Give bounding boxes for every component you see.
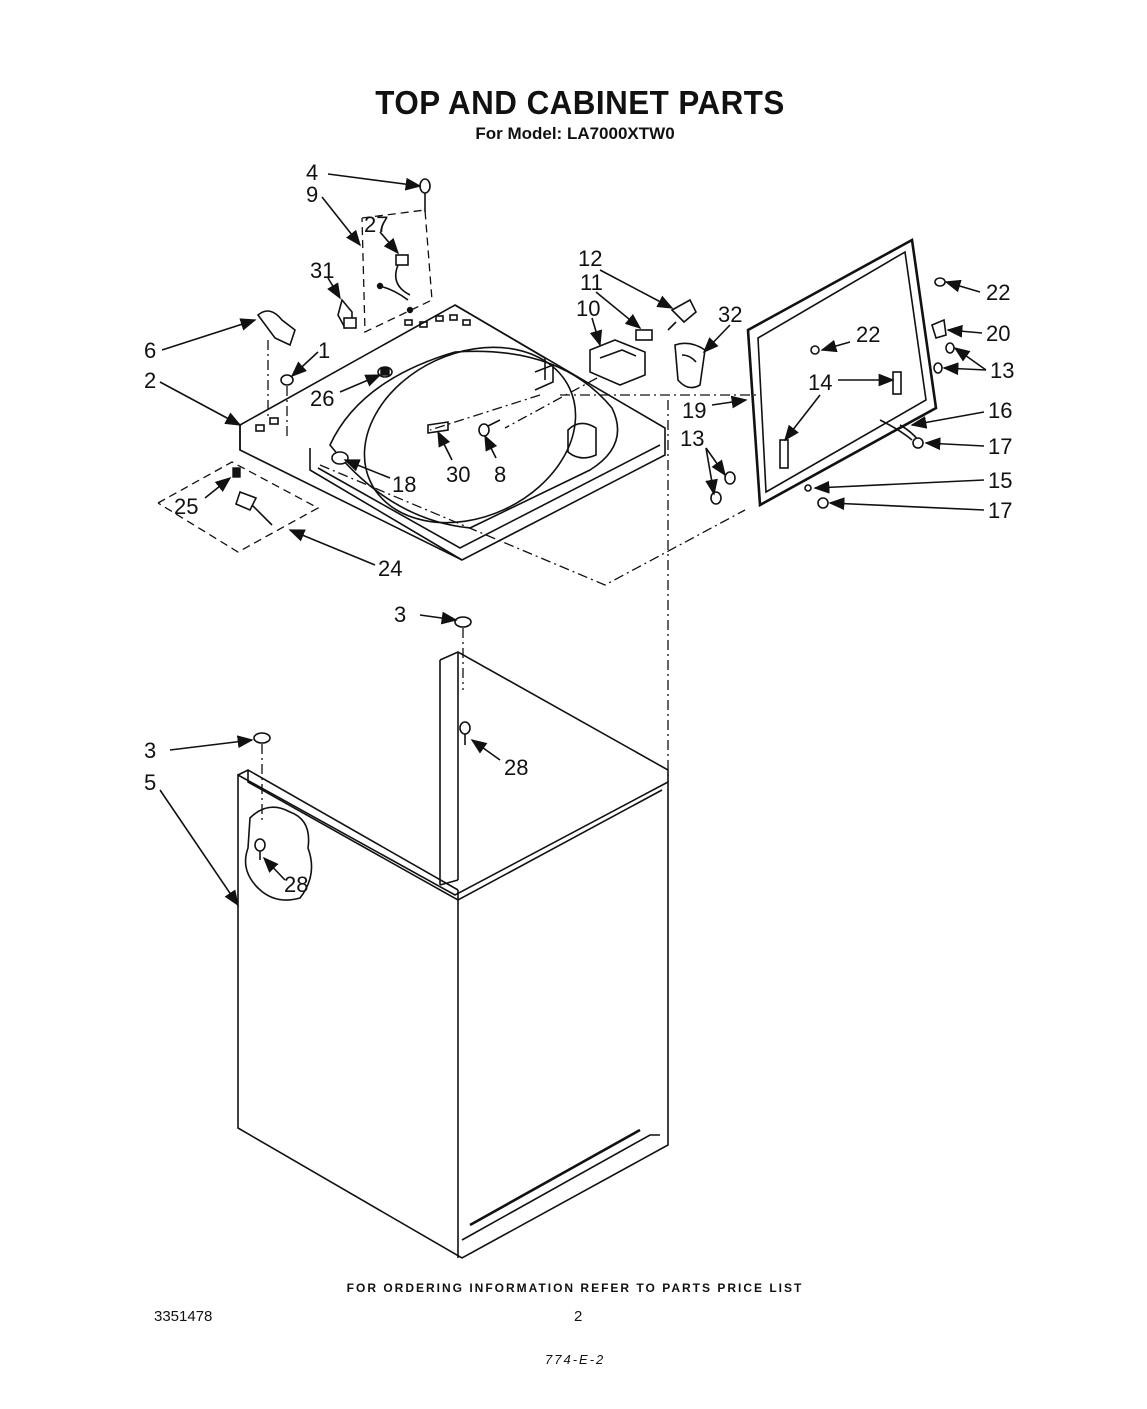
callout-27: 27 (364, 212, 388, 237)
callout-31: 31 (310, 258, 334, 283)
cabinet (237, 651, 669, 1259)
callout-4: 4 (306, 160, 318, 185)
part-20-clip (931, 318, 947, 339)
ordering-info-footer: FOR ORDERING INFORMATION REFER TO PARTS … (346, 1281, 804, 1295)
callout-5: 5 (144, 770, 156, 795)
part-11-12-lid-switch (635, 298, 697, 341)
page-number: 2 (574, 1308, 583, 1325)
model-subtitle: For Model: LA7000XTW0 (475, 124, 675, 143)
document-number: 3351478 (154, 1308, 213, 1325)
callout-6: 6 (144, 338, 156, 363)
callout-8: 8 (494, 462, 506, 487)
callout-leaders (159, 173, 987, 907)
lid-door (746, 237, 938, 508)
callout-24: 24 (378, 556, 402, 581)
part-8-screw (478, 419, 501, 437)
part-18-bolt (331, 451, 349, 465)
callout-22-left: 22 (856, 322, 880, 347)
bottom-code: 774-E-2 (545, 1352, 606, 1367)
callout-12: 12 (578, 246, 602, 271)
callout-22-right: 22 (986, 280, 1010, 305)
part-28-screws (254, 721, 471, 860)
callout-28-lower: 28 (284, 872, 308, 897)
callout-11: 11 (580, 270, 603, 295)
part-31-clip (337, 298, 357, 330)
part-10-bracket (589, 339, 646, 386)
part-32-cover (674, 342, 706, 389)
callout-17-upper: 17 (988, 434, 1012, 459)
washer-top-panel (239, 304, 666, 561)
part-4-screw (419, 178, 431, 212)
callout-3-upper: 3 (394, 602, 406, 627)
page-title: TOP AND CABINET PARTS (375, 84, 785, 121)
callout-26: 26 (310, 386, 334, 411)
part-15-16-17-hardware (804, 424, 924, 509)
part-26-knob (377, 366, 393, 378)
callout-10: 10 (576, 296, 600, 321)
assembly-center-lines (319, 377, 760, 780)
callout-3-lower: 3 (144, 738, 156, 763)
callout-1: 1 (318, 338, 330, 363)
part-27-wire-harness (361, 209, 433, 334)
part-3-plugs (253, 616, 472, 820)
callout-14: 14 (808, 370, 832, 395)
part-13-screws (710, 342, 955, 505)
callout-32: 32 (718, 302, 742, 327)
callout-30: 30 (446, 462, 470, 487)
callout-15: 15 (988, 468, 1012, 493)
callout-19: 19 (682, 398, 706, 423)
callout-2: 2 (144, 368, 156, 393)
part-24-switch-assembly (157, 461, 320, 553)
callout-16: 16 (988, 398, 1012, 423)
callout-18: 18 (392, 472, 416, 497)
part-6-bracket (256, 310, 296, 420)
callout-28-upper: 28 (504, 755, 528, 780)
callout-17-lower: 17 (988, 498, 1012, 523)
callout-13-left: 13 (680, 426, 704, 451)
callout-20: 20 (986, 321, 1010, 346)
callout-13-right: 13 (990, 358, 1014, 383)
callout-25: 25 (174, 494, 198, 519)
part-1-nut (280, 374, 294, 440)
part-22-bumpers (810, 277, 946, 355)
callout-9: 9 (306, 182, 318, 207)
callout-numbers: 4 9 27 31 6 1 2 26 18 30 8 12 11 10 32 2… (144, 160, 1014, 897)
